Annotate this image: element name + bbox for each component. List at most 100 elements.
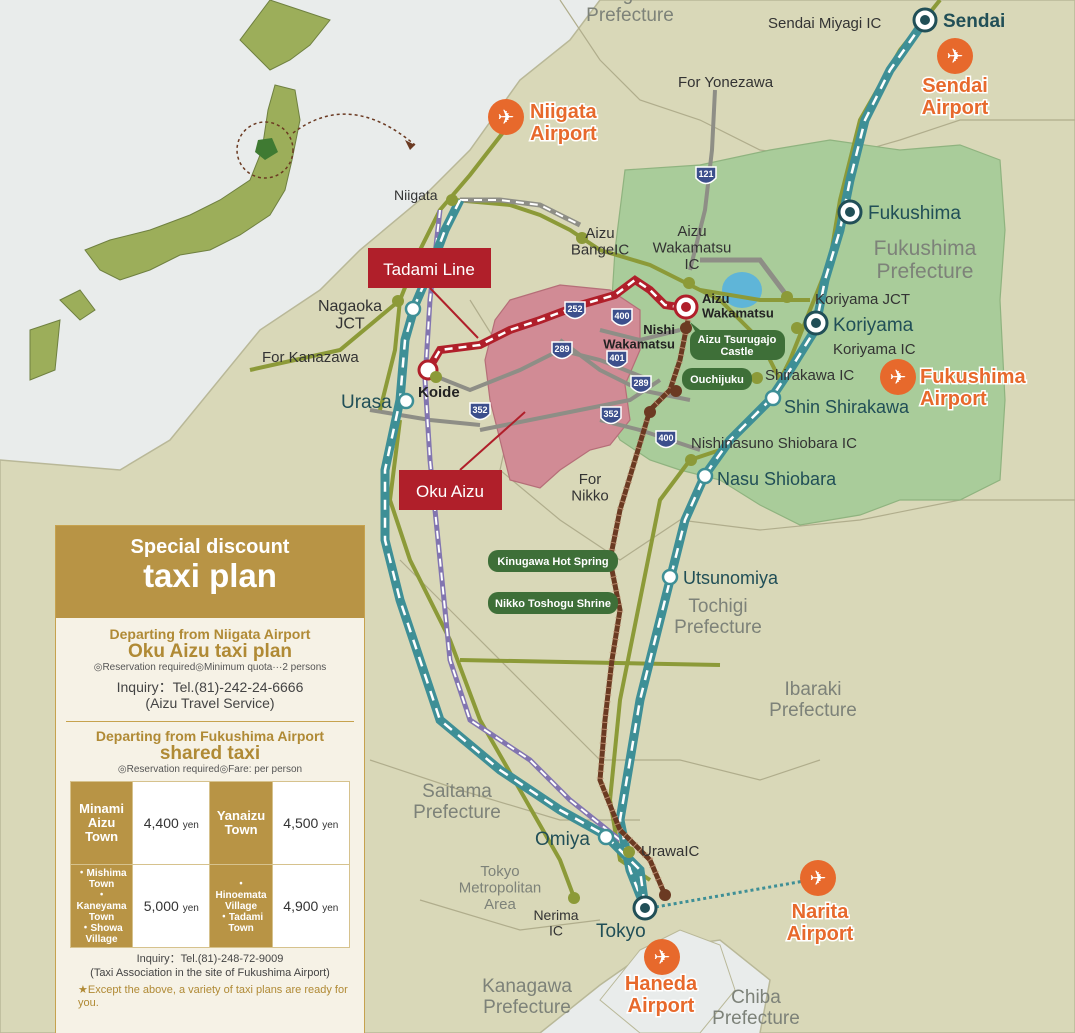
route-number: 400: [614, 311, 629, 321]
station-marker-shin-shirakawa: [764, 389, 782, 407]
route-number: 401: [609, 353, 624, 363]
airplane-icon-fukushima: ✈: [880, 359, 916, 395]
junction-shirakawa-ic: [751, 372, 763, 384]
station-shin-shirakawa: Shin Shirakawa: [784, 397, 910, 417]
japan-inset: [29, 0, 416, 381]
taxi-plan-panel: Special discount taxi plan Departing fro…: [55, 525, 365, 1033]
station-nasu-shiobara: Nasu Shiobara: [717, 469, 837, 489]
svg-text:✈: ✈: [890, 365, 907, 389]
station-omiya: Omiya: [535, 829, 590, 850]
pref-niigata: NiigataPrefecture: [586, 0, 674, 26]
junction-niigata: [446, 194, 458, 206]
place-koriyama-jct: Koriyama JCT: [815, 291, 910, 308]
place-for-kanazawa: For Kanazawa: [262, 349, 359, 366]
place-shirakawa-ic: Shirakawa IC: [765, 367, 854, 384]
fare-price: 4,400 yen: [132, 781, 211, 865]
fukushima-plan-subtitle: shared taxi: [159, 743, 261, 764]
airplane-icon-niigata: ✈: [488, 99, 524, 135]
sight-kinugawa: Kinugawa Hot Spring: [488, 550, 618, 572]
station-marker-nasu-shiobara: [696, 467, 714, 485]
route-number: 289: [633, 378, 648, 388]
station-markers: [392, 7, 938, 921]
tokyo-bay: [599, 929, 736, 1033]
fukushima-inquiry-phone: Inquiry：Tel.(81)-248-72-9009: [136, 953, 284, 965]
station-marker-urasa: [397, 392, 415, 410]
sight-ouchijuku: Ouchijuku: [682, 368, 752, 390]
fare-price: 5,000 yen: [132, 864, 211, 948]
route-shield-401: 401: [606, 350, 628, 369]
place-for-yonezawa: For Yonezawa: [678, 74, 774, 91]
junction-aizu-wakamatsu-ic: [683, 277, 695, 289]
airplane-icon-sendai: ✈: [937, 38, 973, 74]
ouchijuku-label: Ouchijuku: [690, 374, 744, 386]
station-marker-omiya: [597, 828, 615, 846]
station-marker-nagaoka: [404, 300, 422, 318]
station-fukushima: Fukushima: [868, 203, 961, 224]
place-urawa-ic: UrawaIC: [641, 843, 700, 860]
route-shield-289: 289: [630, 375, 652, 394]
oku-aizu-area: [484, 284, 641, 489]
sight-nikko: Nikko Toshogu Shrine: [488, 592, 618, 614]
junction-koriyama-ic: [791, 322, 803, 334]
station-marker-sendai: [912, 7, 938, 33]
fukushima-inquiry-note: (Taxi Association in the site of Fukushi…: [90, 967, 330, 979]
fare-price: 4,900 yen: [271, 864, 351, 948]
route-shield-400: 400: [655, 430, 677, 449]
niigata-inquiry: Inquiry：Tel.(81)-242-24-6666 (Aizu Trave…: [56, 679, 364, 711]
tag-oku-aizu: Oku Aizu: [399, 411, 526, 510]
station-marker-utsunomiya: [661, 568, 679, 586]
place-niigata: Niigata: [394, 187, 438, 203]
fare-price: 4,500 yen: [271, 781, 351, 865]
svg-text:✈: ✈: [947, 44, 964, 68]
panel-header: Special discount taxi plan: [56, 526, 364, 618]
niigata-plan-subtitle: Oku Aizu taxi plan: [128, 641, 292, 662]
station-marker-fukushima: [837, 199, 863, 225]
tadami-line-label: Tadami Line: [383, 260, 475, 279]
station-marker-yunokami: [644, 406, 656, 418]
station-marker-ouchijuku: [670, 385, 682, 397]
fukushima-plan-note: ◎Reservation required◎Fare: per person: [117, 764, 303, 775]
tag-tadami-line: Tadami Line: [368, 248, 491, 339]
junction-koide: [430, 371, 442, 383]
oku-aizu-label: Oku Aizu: [416, 482, 484, 501]
nikko-label: Nikko Toshogu Shrine: [495, 598, 611, 610]
route-shield-289: 289: [551, 341, 573, 360]
place-sendai-miyagi-ic: Sendai Miyagi IC: [768, 15, 882, 32]
niigata-plan-note: ◎Reservation required◎Minimum quota···2 …: [93, 662, 327, 673]
station-koide: Koide: [418, 384, 460, 401]
place-nishinasuno-ic: Nishinasuno Shiobara IC: [691, 435, 857, 452]
svg-text:✈: ✈: [498, 105, 515, 129]
station-marker-nishi-wakamatsu: [680, 322, 692, 334]
route-number: 289: [554, 344, 569, 354]
local-line: [596, 319, 692, 897]
panel-divider: [66, 721, 354, 722]
place-koriyama-ic: Koriyama IC: [833, 341, 916, 358]
station-marker-asakusa: [659, 889, 671, 901]
